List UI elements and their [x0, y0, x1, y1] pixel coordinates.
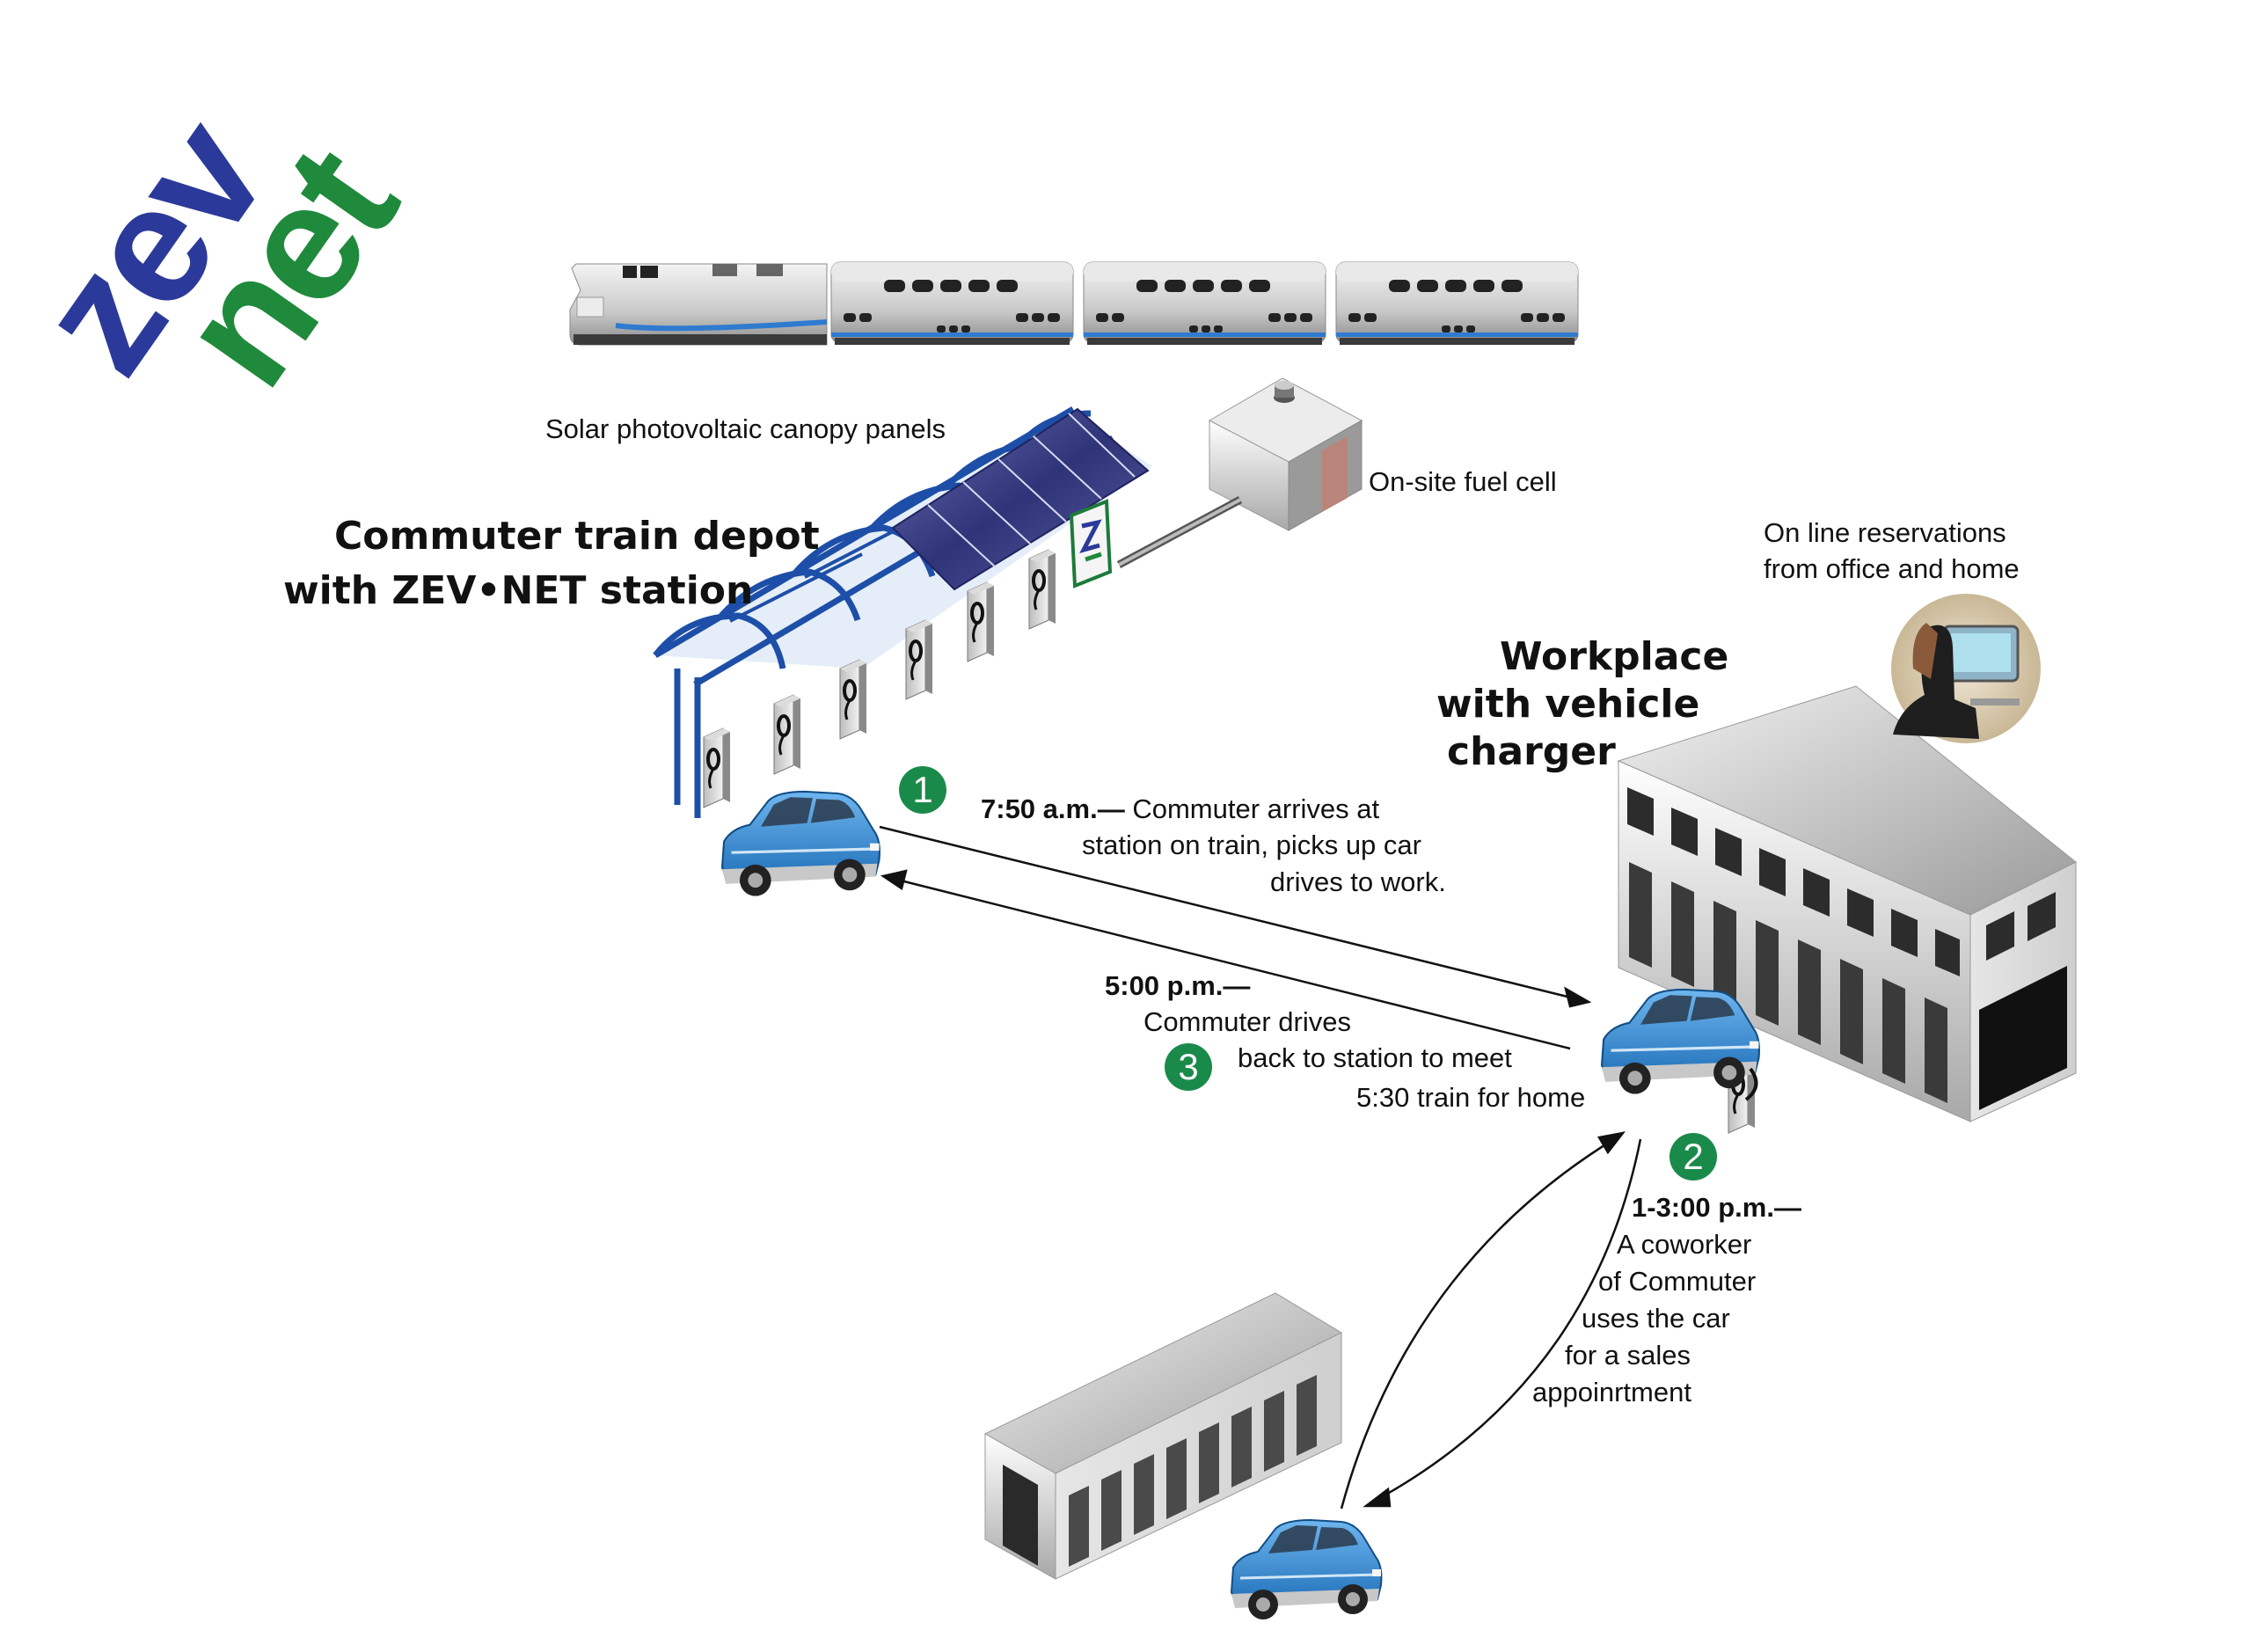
depot-title-line1: Commuter train depot	[334, 514, 820, 559]
computer-user-icon	[1891, 594, 2041, 743]
fuel-cell-label: On-site fuel cell	[1369, 466, 1557, 497]
step-3-line-3: 5:30 train for home	[1356, 1082, 1586, 1113]
solar-panels-label: Solar photovoltaic canopy panels	[545, 413, 946, 444]
step-3-time: 5:00 p.m.—	[1105, 970, 1251, 1001]
step-1-badge: 1	[899, 766, 946, 814]
step-1-line-2: station on train, picks up car	[1082, 830, 1421, 860]
step-2-badge: 2	[1669, 1133, 1717, 1181]
zevnet-sign	[1069, 499, 1113, 588]
train-icon	[569, 261, 1579, 346]
step-3-line-2: back to station to meet	[1238, 1042, 1512, 1073]
arrow-icon	[879, 825, 1642, 1509]
car-icon-workplace	[1600, 988, 1761, 1096]
step-2-line-2: of Commuter	[1598, 1266, 1757, 1297]
depot-title-line2: with ZEV•NET station	[283, 568, 754, 613]
step-2-line-5: appoinrtment	[1532, 1377, 1691, 1407]
step-3-line-1: Commuter drives	[1143, 1006, 1351, 1037]
reservations-label-line2: from office and home	[1764, 553, 2020, 584]
step-2-line-3: uses the car	[1582, 1303, 1730, 1334]
step-1-line-3: drives to work.	[1270, 866, 1446, 897]
reservations-label-line1: On line reservations	[1764, 517, 2006, 548]
step-1-description: 7:50 a.m.— Commuter arrives at	[981, 792, 1379, 827]
workplace-title-line2: with vehicle	[1436, 682, 1700, 727]
step-1-time: 7:50 a.m.—	[981, 793, 1125, 824]
zevnet-logo: zev net	[2, 86, 433, 418]
car-icon-sales-office	[1230, 1518, 1383, 1621]
building-icon-sales-office	[983, 1292, 1343, 1580]
solar-canopy-icon	[653, 406, 1152, 818]
step-3-badge: 3	[1165, 1043, 1212, 1091]
step-2-time: 1-3:00 p.m.—	[1632, 1192, 1801, 1223]
workplace-title-line1: Workplace	[1500, 634, 1729, 679]
step-2-line-1: A coworker	[1617, 1229, 1752, 1260]
fuel-cell-icon	[1116, 377, 1363, 568]
step-2-line-4: for a sales	[1565, 1340, 1691, 1371]
car-icon	[720, 790, 881, 898]
workplace-title-line3: charger	[1447, 729, 1616, 774]
step-1-line-1: Commuter arrives at	[1132, 793, 1380, 824]
building-icon	[1617, 685, 2077, 1122]
